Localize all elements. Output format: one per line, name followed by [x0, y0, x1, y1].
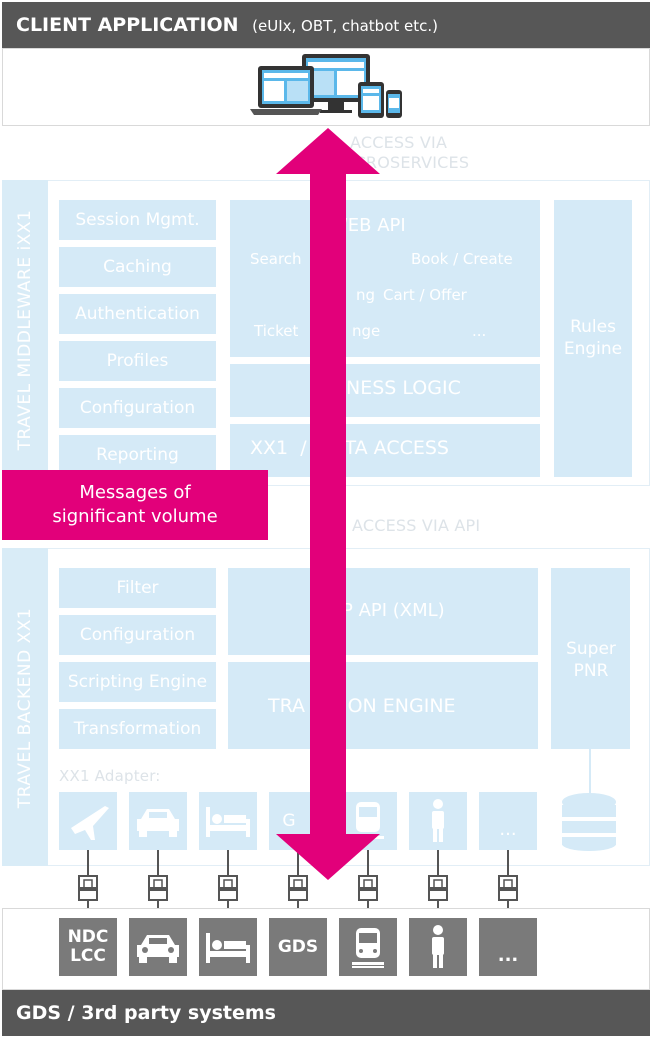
web-api-box	[230, 200, 540, 357]
web-api-pricing-fragment: ng	[356, 286, 376, 304]
header-title: CLIENT APPLICATION	[16, 14, 239, 36]
be-service-filter: Filter	[59, 568, 216, 608]
bed-icon	[206, 807, 250, 837]
devices-icon	[250, 54, 402, 118]
access-line1: ACCESS VIA	[350, 133, 448, 152]
mw-service-configuration: Configuration	[59, 388, 216, 428]
car-icon	[137, 935, 179, 963]
callout-line1: Messages of	[79, 482, 191, 503]
database-icon	[562, 793, 616, 851]
system-hotel	[199, 918, 257, 976]
be-service-configuration: Configuration	[59, 615, 216, 655]
plane-icon	[71, 806, 109, 840]
system-person	[409, 918, 467, 976]
rules-engine-box	[554, 200, 632, 477]
mw-service-reporting: Reporting	[59, 435, 216, 475]
web-api-change-fragment: nge	[352, 322, 381, 340]
web-api-more: ...	[472, 322, 487, 340]
person-icon	[432, 799, 444, 842]
system-gds: GDS	[269, 918, 327, 976]
volume-callout: Messages of significant volume	[2, 470, 268, 540]
adapter-hotel	[199, 792, 257, 850]
footer-bar: GDS / 3rd party systems	[2, 990, 650, 1036]
web-api-title: WEB API	[330, 215, 406, 236]
double-arrow-icon	[276, 128, 380, 880]
connector-plug-icon	[148, 850, 168, 918]
person-icon	[432, 925, 444, 968]
rules-engine-label: Rules Engine	[563, 317, 623, 359]
api-xml-label: P API (XML)	[342, 600, 445, 621]
adapter-gds-label: G	[282, 811, 296, 831]
system-more-label: ...	[497, 944, 519, 966]
transaction-engine-box	[228, 662, 538, 749]
backend-side-bar	[2, 548, 48, 866]
mw-service-authentication: Authentication	[59, 294, 216, 334]
middleware-side-label: TRAVEL MIDDLEWARE iXX1	[15, 209, 35, 451]
car-icon	[137, 809, 179, 837]
web-api-book: Book / Create	[411, 250, 513, 268]
adapter-more: ...	[479, 792, 537, 850]
system-car	[129, 918, 187, 976]
web-api-search: Search	[250, 250, 302, 268]
db-connector-line	[589, 749, 591, 793]
business-logic-label: NESS LOGIC	[346, 377, 461, 399]
data-access-box	[230, 424, 540, 477]
header-subtitle: (eUIx, OBT, chatbot etc.)	[252, 17, 439, 35]
middleware-side-bar	[2, 180, 48, 486]
business-logic-box	[230, 364, 540, 417]
api-xml-box	[228, 568, 538, 655]
mw-service-caching: Caching	[59, 247, 216, 287]
connector-plug-icon	[78, 850, 98, 918]
system-train	[339, 918, 397, 976]
adapter-more-label: ...	[499, 818, 517, 840]
adapter-label: XX1 Adapter:	[59, 767, 161, 785]
mw-service-profiles: Profiles	[59, 341, 216, 381]
gds-label: GDS	[277, 937, 319, 957]
mw-service-session: Session Mgmt.	[59, 200, 216, 240]
super-pnr-box	[551, 568, 630, 749]
backend-side-label: TRAVEL BACKEND XX1	[15, 607, 35, 809]
ndc-label: NDC	[67, 927, 109, 947]
system-ndc-lcc: NDC LCC	[59, 918, 117, 976]
super-pnr-label: Super PNR	[566, 639, 616, 681]
web-api-cart: Cart / Offer	[383, 286, 467, 304]
adapter-person	[409, 792, 467, 850]
client-application-header: CLIENT APPLICATION (eUIx, OBT, chatbot e…	[2, 2, 650, 48]
be-service-transformation: Transformation	[59, 709, 216, 749]
adapter-car	[129, 792, 187, 850]
access-via-api-label: ACCESS VIA API	[352, 516, 481, 535]
train-icon	[352, 928, 384, 968]
footer-title: GDS / 3rd party systems	[16, 1002, 276, 1024]
web-api-ticket: Ticket	[254, 322, 299, 340]
lcc-label: LCC	[70, 946, 106, 966]
callout-line2: significant volume	[52, 506, 218, 527]
bed-icon	[206, 933, 250, 963]
system-more: ...	[479, 918, 537, 976]
adapter-plane	[59, 792, 117, 850]
be-service-scripting: Scripting Engine	[59, 662, 216, 702]
